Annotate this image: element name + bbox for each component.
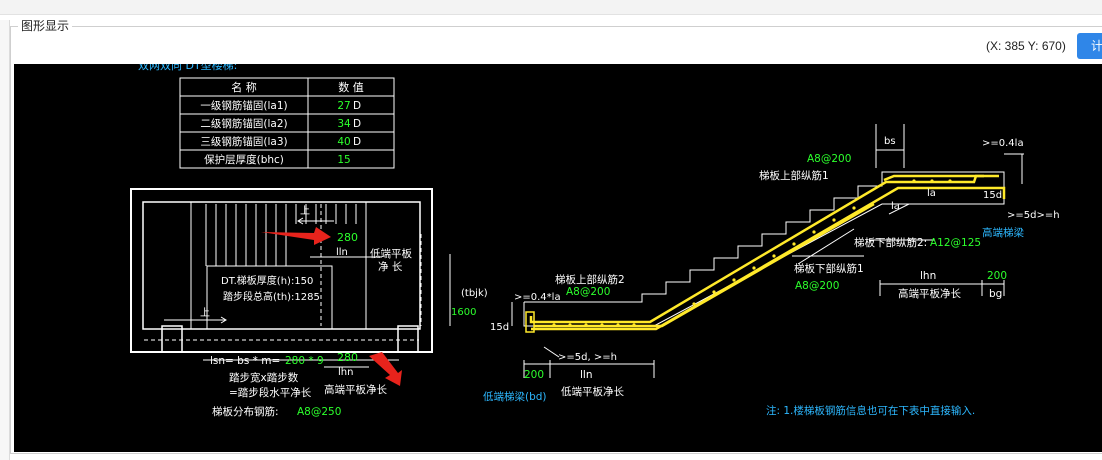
stair-plan-view bbox=[130, 188, 451, 368]
table-row-value[interactable]: 34 bbox=[337, 118, 351, 130]
high-plate-length: 高端平板净长 bbox=[324, 383, 387, 396]
drawing-note: 注: 1.楼梯板钢筋信息也可在下表中直接输入. bbox=[766, 404, 975, 417]
tread-formula-line2: =踏步段水平净长 bbox=[229, 386, 312, 399]
upper-rebar-2-value[interactable]: A8@200 bbox=[566, 286, 610, 298]
up-label-bottom: 上 bbox=[200, 307, 210, 319]
anchor-la-2: la bbox=[891, 201, 900, 212]
cad-canvas[interactable]: 双网双向 DT型楼梯: 名 称 数 值 一级钢筋锚固(la1) 27 D 二级钢… bbox=[14, 64, 1102, 452]
table-row-name: 一级钢筋锚固(la1) bbox=[200, 99, 287, 112]
lower-rebar-1-value[interactable]: A8@200 bbox=[795, 280, 839, 292]
lower-rebar-1-label: 梯板下部纵筋1 bbox=[794, 262, 864, 275]
table-row-value[interactable]: 15 bbox=[337, 154, 350, 166]
table-header-name: 名 称 bbox=[231, 80, 257, 94]
plan-top-dimension[interactable]: 280 bbox=[337, 231, 358, 244]
table-row-name: 二级钢筋锚固(la2) bbox=[200, 117, 287, 130]
distribution-rebar-label: 梯板分布钢筋: bbox=[212, 405, 279, 418]
tread-formula-line1: 踏步宽x踏步数 bbox=[229, 371, 299, 384]
plate-thickness[interactable]: DT.梯板厚度(h):150 bbox=[221, 274, 313, 287]
plan-bottom-dimension[interactable]: 280 bbox=[337, 351, 358, 364]
graphics-panel bbox=[10, 26, 1102, 454]
hook-15d-left: 15d bbox=[490, 322, 509, 333]
hook-15d-right: 15d bbox=[983, 190, 1002, 201]
left-anchor-length: >=0.4*la bbox=[514, 292, 561, 303]
stair-section-view bbox=[511, 124, 1024, 378]
stair-drawing: 双网双向 DT型楼梯: 名 称 数 值 一级钢筋锚固(la1) 27 D 二级钢… bbox=[130, 64, 1060, 418]
coordinate-readout: (X: 385 Y: 670) bbox=[986, 39, 1066, 53]
upper-rebar-1-value[interactable]: A8@200 bbox=[807, 153, 851, 165]
section-height-value[interactable]: 1600 bbox=[451, 307, 476, 318]
table-header-value: 数 值 bbox=[338, 81, 364, 94]
bg-label: bg bbox=[989, 288, 1002, 300]
panel-title: 图形显示 bbox=[18, 18, 73, 34]
red-arrow-icon bbox=[261, 227, 331, 245]
right-hook-length: >=5d>=h bbox=[1007, 210, 1060, 221]
lower-hook-length: >=5d, >=h bbox=[558, 352, 617, 363]
right-anchor-length: >=0.4la bbox=[982, 138, 1024, 149]
bs-label: bs bbox=[884, 136, 896, 147]
parameter-table bbox=[179, 77, 395, 169]
low-beam-dimension[interactable]: 200 bbox=[524, 369, 544, 381]
plan-bottom-dim-label: lhn bbox=[338, 367, 353, 378]
lsn-formula: lsn= bs * m= bbox=[210, 355, 280, 367]
high-beam-dimension[interactable]: 200 bbox=[987, 270, 1007, 282]
total-step-height[interactable]: 踏步段总高(th):1285 bbox=[223, 290, 320, 303]
table-row-unit: D bbox=[353, 118, 361, 130]
up-label-top: 上 bbox=[300, 205, 310, 217]
lower-rebar-2-label: 梯板下部纵筋2: bbox=[854, 236, 927, 249]
low-plate-label-line1: 低端平板 bbox=[370, 247, 412, 260]
calculate-button[interactable]: 计 bbox=[1077, 33, 1102, 59]
lsn-value[interactable]: 280 * 9 bbox=[285, 355, 324, 367]
high-beam-label: 高端梯梁 bbox=[982, 226, 1024, 239]
low-plate-length: 低端平板净长 bbox=[561, 385, 624, 398]
plan-top-dim-label: lln bbox=[336, 247, 348, 258]
table-row-name: 保护层厚度(bhc) bbox=[204, 153, 284, 166]
table-row-unit: D bbox=[353, 100, 361, 112]
table-row-value[interactable]: 27 bbox=[337, 100, 350, 112]
table-row-name: 三级钢筋锚固(la3) bbox=[200, 135, 287, 148]
upper-rebar-2-label: 梯板上部纵筋2 bbox=[555, 273, 625, 286]
tbjk-label: (tbjk) bbox=[461, 288, 488, 299]
low-beam-label: 低端梯梁(bd) bbox=[483, 390, 547, 403]
distribution-rebar-value[interactable]: A8@250 bbox=[297, 406, 341, 418]
high-plate-length-section: 高端平板净长 bbox=[898, 287, 961, 300]
red-arrow-icon bbox=[369, 352, 402, 386]
top-toolbar-strip bbox=[0, 0, 1102, 15]
lhn-label: lhn bbox=[920, 270, 936, 282]
anchor-la-1: la bbox=[927, 188, 936, 199]
upper-rebar-1-label: 梯板上部纵筋1 bbox=[759, 169, 829, 182]
left-splitter[interactable] bbox=[0, 20, 10, 460]
drawing-header: 双网双向 DT型楼梯: bbox=[138, 64, 237, 72]
table-row-value[interactable]: 40 bbox=[337, 136, 350, 148]
low-plate-dim-label: lln bbox=[580, 369, 593, 381]
table-row-unit: D bbox=[353, 136, 361, 148]
low-plate-label-line2: 净 长 bbox=[378, 260, 403, 273]
lower-rebar-2-value[interactable]: A12@125 bbox=[930, 237, 981, 249]
